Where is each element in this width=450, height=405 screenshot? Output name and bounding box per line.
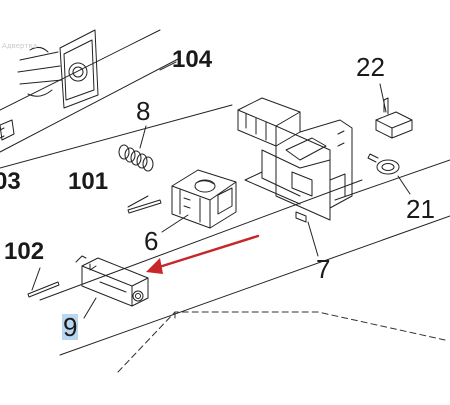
leader-lines	[159, 61, 177, 71]
frame-rails	[0, 29, 450, 356]
dashed-outline	[117, 311, 446, 373]
pin-101	[127, 195, 162, 214]
part-label-7: 7	[316, 254, 331, 284]
part-label-21: 21	[406, 194, 435, 224]
cable-tie-21	[367, 153, 411, 195]
watermark: Адвертка	[2, 42, 38, 50]
motor-mount-104	[0, 29, 99, 141]
part-label-104: 104	[172, 46, 213, 73]
solenoid-block-9	[75, 255, 149, 319]
part-label-101: 101	[68, 168, 109, 195]
pin-102	[27, 267, 60, 298]
solenoid-6	[161, 169, 237, 233]
indicator-arrow	[146, 234, 260, 274]
part-label-6: 6	[144, 226, 159, 256]
part-label-03: 03	[0, 168, 21, 195]
spring-8	[118, 125, 154, 172]
part-label-8: 8	[136, 96, 151, 126]
part-label-102: 102	[4, 238, 45, 265]
bracket-frame-7	[237, 97, 353, 257]
clip-22	[375, 83, 413, 139]
part-label-9: 9	[62, 312, 79, 342]
part-label-22: 22	[356, 52, 385, 82]
